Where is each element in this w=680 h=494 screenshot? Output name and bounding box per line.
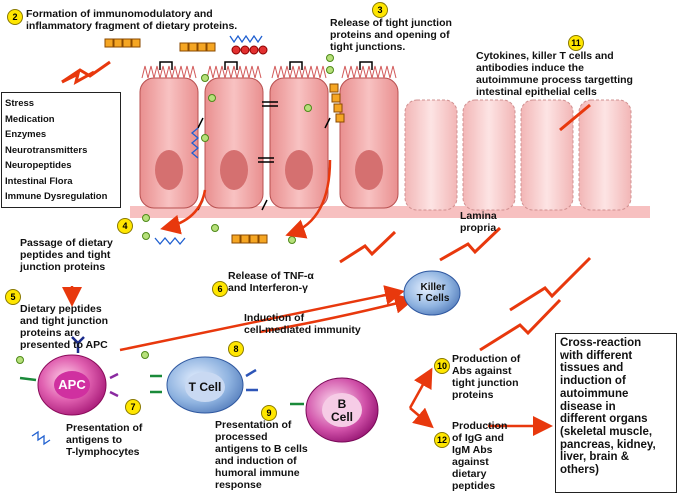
tight-junction-markers xyxy=(159,61,373,211)
killer-t-cells-label: Killer T Cells xyxy=(416,282,450,304)
dietary-protein-fragments xyxy=(104,38,345,244)
t-cell xyxy=(166,356,244,414)
step-badge-12: 12 xyxy=(434,432,450,448)
apc-label: APC xyxy=(58,377,86,392)
cytokine-dots xyxy=(16,54,334,364)
triangle-peptide-chains xyxy=(31,34,263,446)
zigzag-arrows xyxy=(61,60,592,352)
apc-cell xyxy=(37,354,107,416)
step-badge-10: 10 xyxy=(434,358,450,374)
step-badge-8: 8 xyxy=(228,341,244,357)
trigger-zigzag xyxy=(61,70,95,85)
step-badge-4: 4 xyxy=(117,218,133,234)
step-badge-9: 9 xyxy=(261,405,277,421)
step-badge-2: 2 xyxy=(7,9,23,25)
label-step7: Presentation of antigens to T-lymphocyte… xyxy=(66,422,143,458)
triggers-list: Stress Medication Enzymes Neurotransmitt… xyxy=(5,98,108,202)
step-badge-6: 6 xyxy=(212,281,228,297)
label-step6: Release of TNF-α and Interferon-γ xyxy=(228,270,314,294)
step-badge-3: 3 xyxy=(372,2,388,18)
label-step12: Production of IgG and IgM Abs against di… xyxy=(452,420,508,492)
b-cell-label: B Cell xyxy=(330,397,353,424)
label-outcome: Cross-reaction with different tissues an… xyxy=(560,337,656,477)
red-peptide-chain xyxy=(231,45,268,55)
label-step8: Induction of cell-mediated immunity xyxy=(244,312,361,336)
lamina-propria-strip xyxy=(130,206,650,218)
step-badge-7: 7 xyxy=(125,399,141,415)
epithelial-cells-intact xyxy=(139,65,399,209)
killer-t-cells xyxy=(403,270,461,316)
label-step4: Passage of dietary peptides and tight ju… xyxy=(20,237,113,273)
label-step9: Presentation of processed antigens to B … xyxy=(215,419,308,491)
label-lamina-propria: Lamina propria xyxy=(460,210,497,234)
label-step10: Production of Abs against tight junction… xyxy=(452,353,521,401)
epithelial-cells-damaged xyxy=(404,99,632,211)
label-step2: Formation of immunomodulatory and inflam… xyxy=(26,8,238,32)
triggers-box xyxy=(1,92,121,208)
label-step5: Dietary peptides and tight junction prot… xyxy=(20,303,109,351)
t-cell-label: T Cell xyxy=(188,380,222,394)
label-step11: Cytokines, killer T cells and antibodies… xyxy=(476,50,633,98)
receptors xyxy=(19,336,304,406)
b-cell xyxy=(305,377,379,443)
outcome-box xyxy=(555,333,677,493)
label-step3: Release of tight junction proteins and o… xyxy=(330,17,452,53)
step-badge-11: 11 xyxy=(568,35,584,51)
curved-arrows xyxy=(62,159,553,436)
step-badge-5: 5 xyxy=(5,289,21,305)
